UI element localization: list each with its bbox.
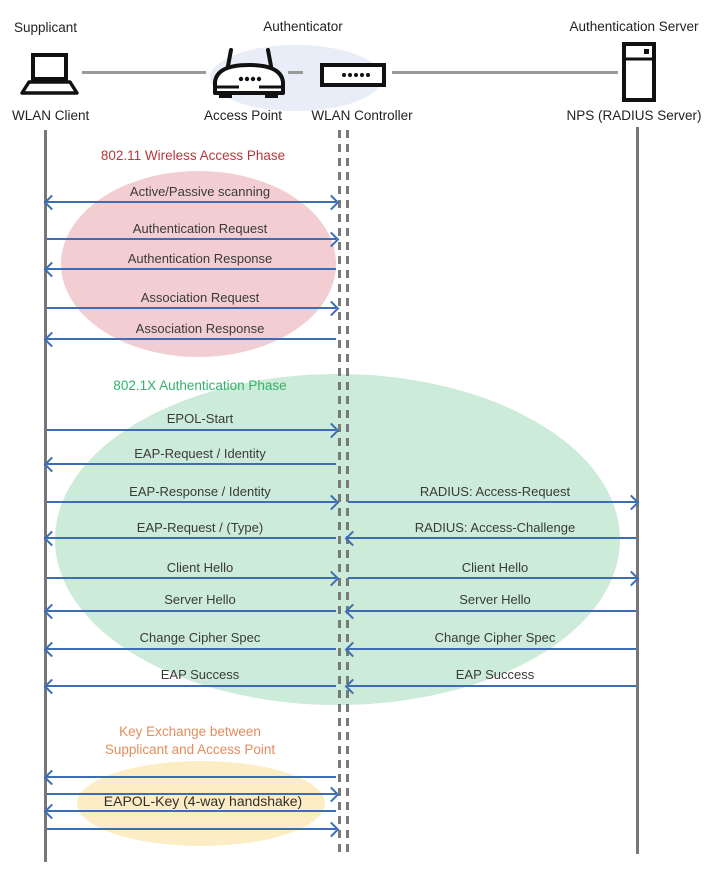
- message-arrow-left: [47, 685, 336, 687]
- lifeline-wlan-client: [44, 130, 47, 862]
- message-arrow-right: [47, 307, 336, 309]
- device-nps: NPS (RADIUS Server): [566, 108, 702, 123]
- controller-box-icon: [320, 63, 386, 87]
- laptop-icon: [20, 53, 79, 95]
- message-arrow-left: [47, 268, 336, 270]
- message-label: EPOL-Start: [166, 411, 234, 426]
- message-arrow-left: [47, 776, 336, 778]
- message-label: Association Response: [135, 321, 265, 336]
- lifeline-wlan-controller-right: [346, 130, 349, 856]
- connector-client-ap: [82, 71, 206, 74]
- role-authentication-server: Authentication Server: [569, 19, 699, 34]
- message-arrow-right: [348, 577, 636, 579]
- message-label: Client Hello: [166, 560, 234, 575]
- message-label: Authentication Request: [132, 221, 268, 236]
- lifeline-wlan-controller-left: [338, 130, 341, 856]
- message-arrow-both: [47, 201, 336, 203]
- message-label: Association Request: [140, 290, 260, 305]
- message-label: Authentication Response: [127, 251, 273, 266]
- phase-title-wireless: 802.11 Wireless Access Phase: [100, 148, 286, 163]
- message-label: Change Cipher Spec: [139, 630, 261, 645]
- message-arrow-left: [348, 685, 636, 687]
- message-arrow-left: [47, 810, 336, 812]
- message-arrow-left: [47, 610, 336, 612]
- message-label: EAP Success: [160, 667, 240, 682]
- message-label: Server Hello: [164, 592, 236, 607]
- connector-controller-server: [392, 71, 618, 74]
- wireless-router-icon: [213, 48, 285, 98]
- message-arrow-left: [348, 610, 636, 612]
- message-label: Client Hello: [461, 560, 529, 575]
- phase-title-auth: 802.1X Authentication Phase: [113, 378, 287, 393]
- role-supplicant: Supplicant: [14, 20, 78, 35]
- phase-title-key-line1: Key Exchange between: [119, 724, 261, 739]
- message-arrow-left: [47, 648, 336, 650]
- message-label: RADIUS: Access-Challenge: [414, 520, 576, 535]
- message-label: RADIUS: Access-Request: [419, 484, 571, 499]
- message-arrow-right: [47, 501, 336, 503]
- message-arrow-left: [47, 463, 336, 465]
- message-arrow-right: [47, 828, 336, 830]
- key-exchange-label: EAPOL-Key (4-way handshake): [103, 793, 303, 809]
- message-arrow-right: [47, 429, 336, 431]
- connector-ap-controller: [288, 71, 303, 74]
- message-arrow-right: [47, 793, 336, 795]
- device-access-point: Access Point: [203, 108, 283, 123]
- message-label: Change Cipher Spec: [434, 630, 556, 645]
- message-arrow-left: [47, 537, 336, 539]
- message-arrow-left: [348, 537, 636, 539]
- role-authenticator: Authenticator: [263, 19, 343, 34]
- message-arrow-right: [348, 501, 636, 503]
- device-wlan-client: WLAN Client: [12, 108, 90, 123]
- message-arrow-right: [47, 577, 336, 579]
- message-arrow-right: [47, 238, 336, 240]
- message-label: EAP-Request / (Type): [136, 520, 264, 535]
- message-label: EAP-Request / Identity: [134, 446, 266, 461]
- message-label: Server Hello: [459, 592, 531, 607]
- device-wlan-controller: WLAN Controller: [311, 108, 413, 123]
- lifeline-nps-server: [636, 127, 639, 854]
- message-label: EAP-Response / Identity: [129, 484, 271, 499]
- message-arrow-left: [348, 648, 636, 650]
- message-arrow-left: [47, 338, 336, 340]
- server-tower-icon: [622, 42, 656, 102]
- message-label: Active/Passive scanning: [129, 184, 271, 199]
- phase-title-key-line2: Supplicant and Access Point: [104, 742, 276, 757]
- message-label: EAP Success: [455, 667, 535, 682]
